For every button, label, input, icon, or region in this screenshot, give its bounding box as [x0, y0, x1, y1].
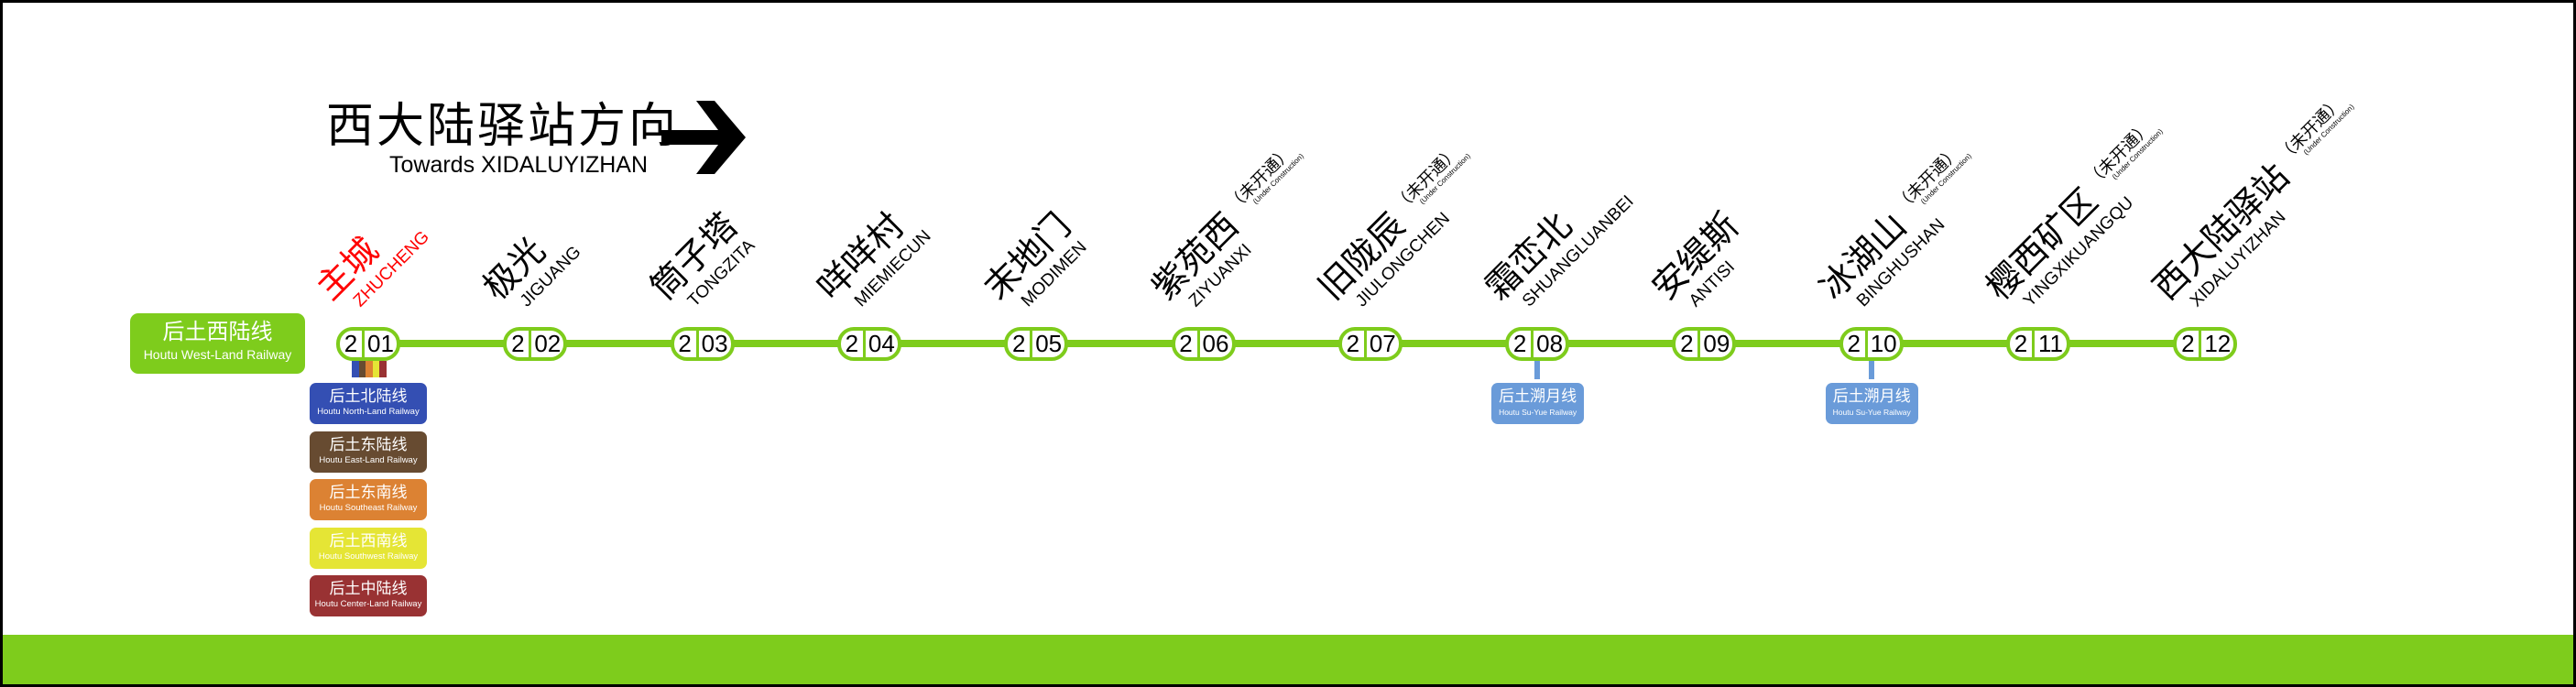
- direction-title: 西大陆驿站方向: [326, 100, 680, 153]
- line-track: [368, 340, 2206, 347]
- transfer-line-en: Houtu North-Land Railway: [317, 407, 420, 417]
- station-code: 12: [2204, 330, 2232, 357]
- station-code: 01: [367, 330, 394, 357]
- station-code: 02: [534, 330, 562, 357]
- transfer-stripe-segment: [358, 361, 366, 377]
- transfer-line-en: Houtu Southwest Railway: [318, 551, 419, 562]
- transfer-line-badge[interactable]: 后土溯月线 Houtu Su-Yue Railway: [1491, 383, 1585, 424]
- transfer-line-en: Houtu Center-Land Railway: [314, 599, 422, 609]
- transfer-line-cn: 后土中陆线: [329, 580, 408, 597]
- direction-subtitle: Towards XIDALUYIZHAN: [389, 152, 649, 178]
- station-code: 10: [1870, 330, 1897, 357]
- transfer-connector: [1868, 361, 1874, 379]
- transfer-stripe: [352, 361, 387, 377]
- station-code: 08: [1536, 330, 1564, 357]
- transfer-stripe-segment: [352, 361, 359, 377]
- transfer-stripe-segment: [372, 361, 380, 377]
- transfer-stripe-segment: [379, 361, 387, 377]
- transfer-line-en: Houtu Su-Yue Railway: [1499, 408, 1577, 417]
- station-code: 06: [1202, 330, 1229, 357]
- line-number: 2: [674, 331, 699, 357]
- transfer-line-badge[interactable]: 后土东南线 Houtu Southeast Railway: [310, 479, 427, 520]
- line-number: 2: [1509, 331, 1534, 357]
- station-code: 03: [701, 330, 728, 357]
- transfer-connector: [1534, 361, 1541, 379]
- line-number: 2: [1175, 331, 1200, 357]
- line-number: 2: [1342, 331, 1367, 357]
- transfer-line-cn: 后土溯月线: [1832, 387, 1911, 405]
- station-code: 11: [2038, 330, 2063, 357]
- transfer-line-badge[interactable]: 后土中陆线 Houtu Center-Land Railway: [310, 575, 427, 616]
- line-number: 2: [1008, 331, 1033, 357]
- line-name-en: Houtu West-Land Railway: [143, 347, 292, 362]
- station-code: 07: [1369, 330, 1396, 357]
- line-name-badge: 后土西陆线 Houtu West-Land Railway: [130, 313, 305, 374]
- transfer-line-badge[interactable]: 后土溯月线 Houtu Su-Yue Railway: [1825, 383, 1918, 424]
- line-number: 2: [507, 331, 532, 357]
- line-number: 2: [2010, 331, 2035, 357]
- transfer-line-cn: 后土西南线: [329, 531, 408, 550]
- line-number: 2: [340, 331, 365, 357]
- transfer-line-cn: 后土北陆线: [329, 387, 408, 405]
- line-number: 2: [841, 331, 866, 357]
- transfer-line-en: Houtu Su-Yue Railway: [1832, 408, 1911, 417]
- station-code: 04: [868, 330, 895, 357]
- transfer-line-en: Houtu Southeast Railway: [319, 503, 418, 513]
- transfer-stripe-segment: [366, 361, 373, 377]
- transfer-line-badge[interactable]: 后土北陆线 Houtu North-Land Railway: [310, 383, 427, 424]
- line-name-cn: 后土西陆线: [162, 320, 273, 344]
- line-number: 2: [2177, 331, 2202, 357]
- arrow-right-icon: [661, 101, 746, 174]
- station-code: 09: [1703, 330, 1730, 357]
- line-number: 2: [1843, 331, 1868, 357]
- transfer-line-cn: 后土溯月线: [1499, 387, 1577, 405]
- transfer-line-cn: 后土东陆线: [329, 435, 408, 453]
- transfer-line-cn: 后土东南线: [329, 484, 408, 501]
- line-number: 2: [1675, 331, 1701, 357]
- transfer-line-en: Houtu East-Land Railway: [319, 454, 418, 465]
- station-code: 05: [1035, 330, 1063, 357]
- line-color-bar: [3, 635, 2573, 684]
